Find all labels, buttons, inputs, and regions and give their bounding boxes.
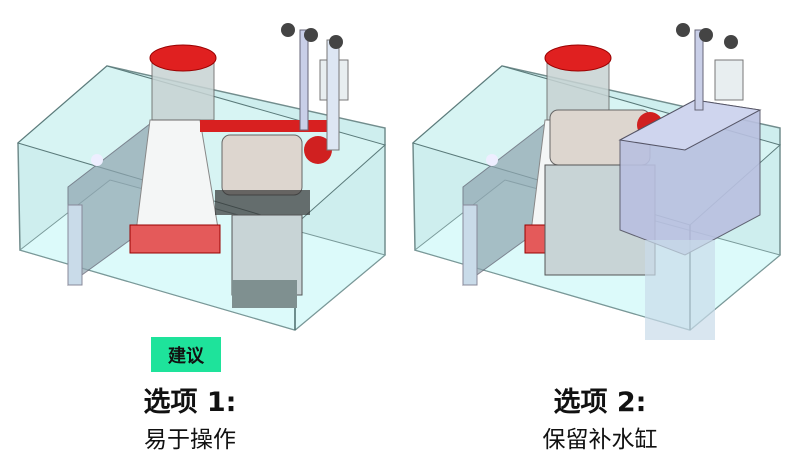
tank-option-1 <box>17 23 386 331</box>
tank-option-2 <box>412 23 781 340</box>
option-2-title: 选项 2: <box>553 387 647 418</box>
option-1-title: 选项 1: <box>143 387 237 418</box>
option-2-subtitle: 保留补水缸 <box>542 427 658 453</box>
option-1-subtitle: 易于操作 <box>144 427 236 453</box>
recommended-badge: 建议 <box>151 337 221 372</box>
